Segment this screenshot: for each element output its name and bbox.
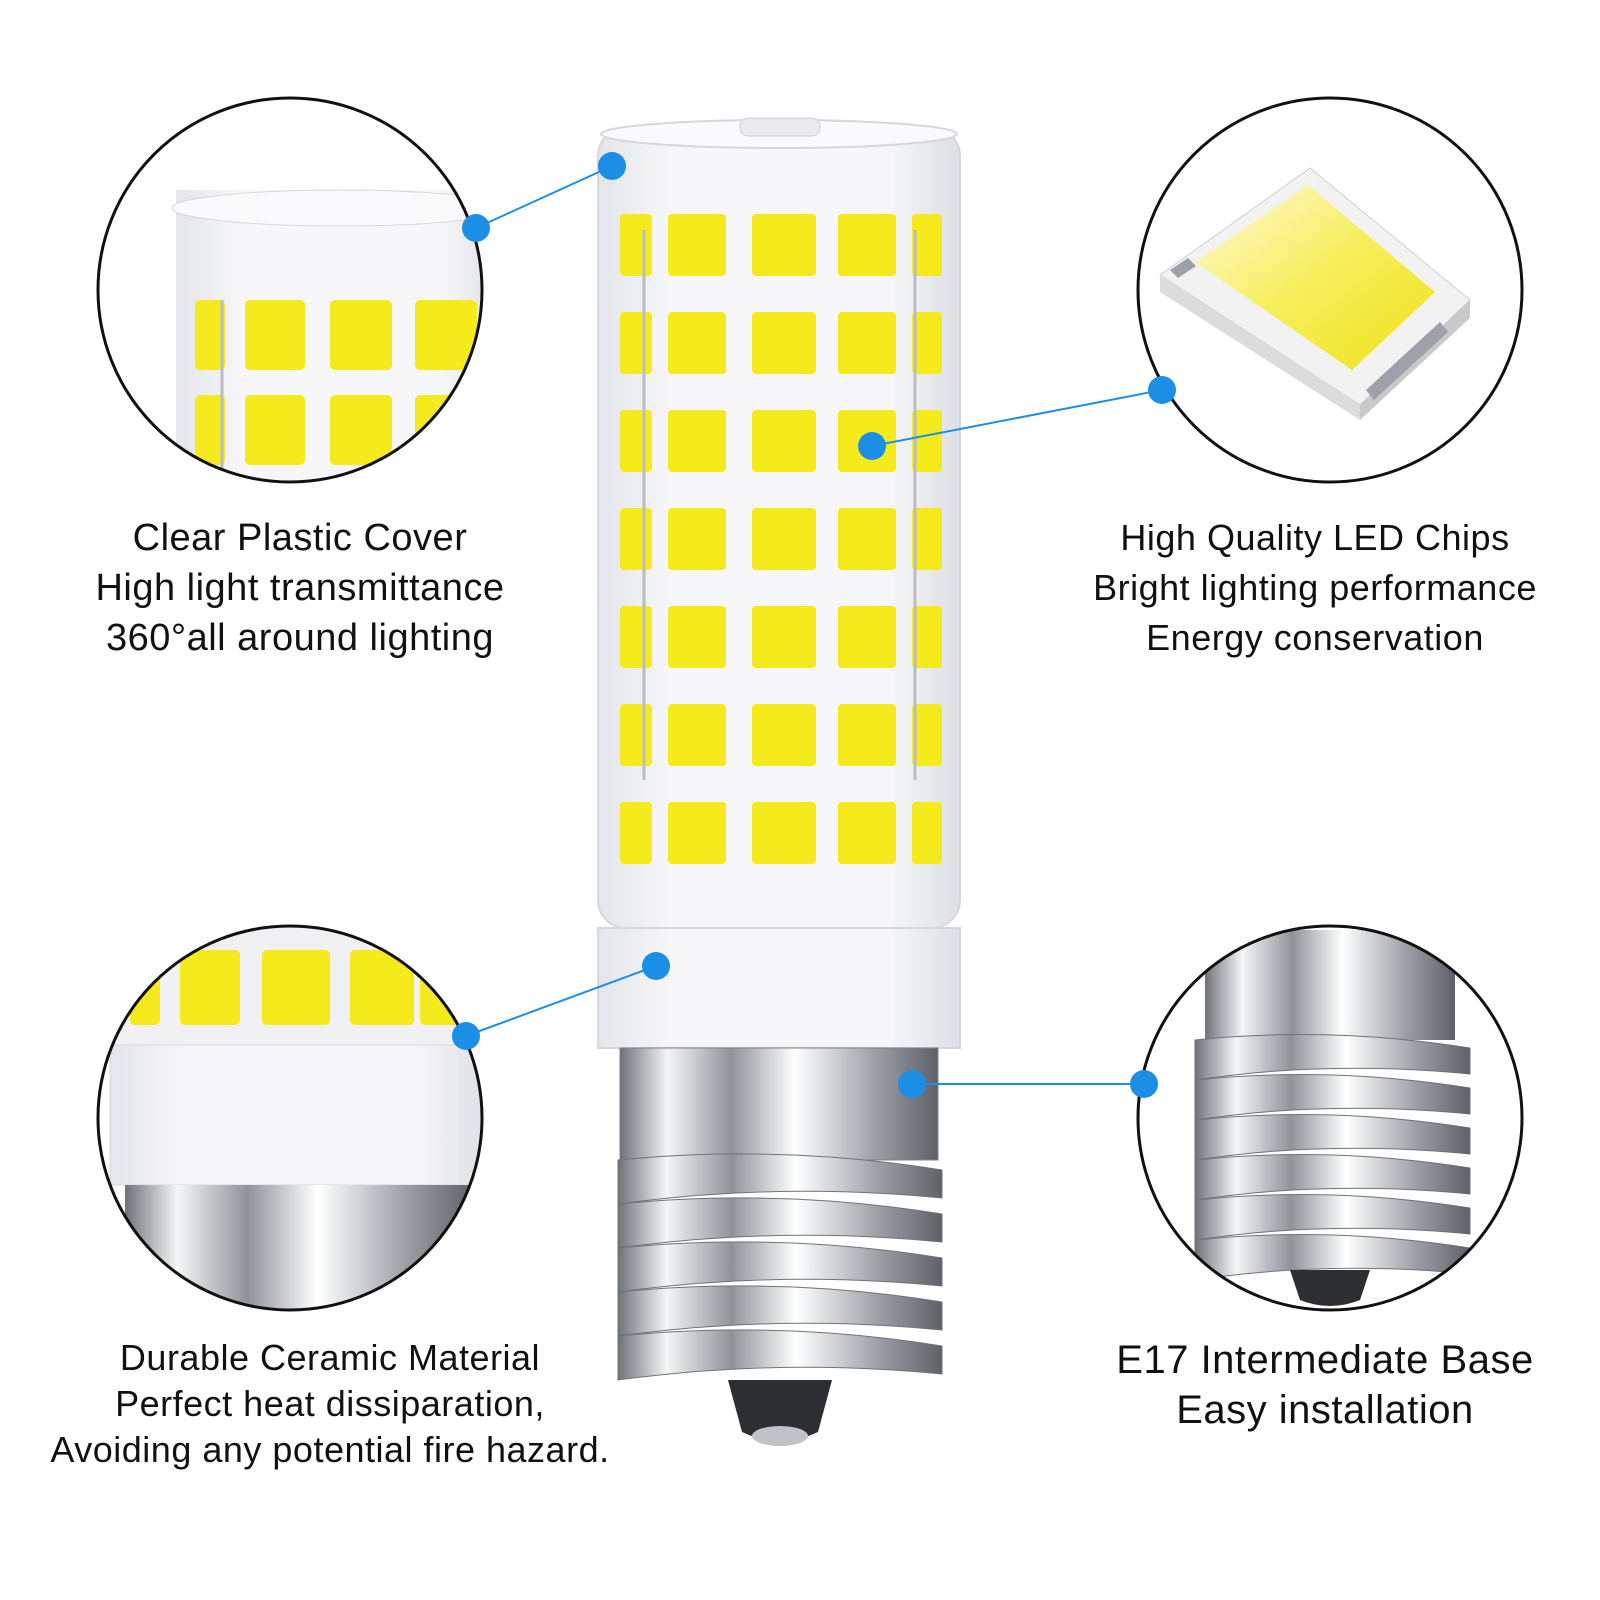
bulb-base-tip	[728, 1380, 832, 1441]
thread-ring	[1194, 1194, 1471, 1241]
led-chip	[330, 300, 392, 370]
caption-ceramic-title: Durable Ceramic Material	[119, 1337, 541, 1378]
led-chip	[620, 802, 652, 864]
led-chip	[752, 802, 816, 864]
dot-ceramic-circle	[452, 1022, 480, 1050]
led-chip	[195, 300, 225, 370]
dot-base-bulb	[898, 1070, 926, 1098]
led-chip	[620, 606, 652, 668]
bulb-base-contact	[752, 1426, 808, 1446]
led-chip	[912, 312, 942, 374]
led-chip	[838, 312, 896, 374]
dot-ceramic-bulb	[642, 952, 670, 980]
caption-chips: High Quality LED Chips Bright lighting p…	[1040, 513, 1590, 663]
thread-ring	[617, 1241, 943, 1293]
led-chip	[620, 410, 652, 472]
led-chip	[620, 508, 652, 570]
caption-ceramic: Durable Ceramic Material Perfect heat di…	[0, 1335, 660, 1473]
caption-ceramic-line: Avoiding any potential fire hazard.	[50, 1429, 610, 1470]
led-chip	[620, 312, 652, 374]
led-chip	[752, 704, 816, 766]
led-chip	[838, 214, 896, 276]
zoom-circle-ceramic	[96, 924, 484, 1312]
zoom-circle-cover	[96, 96, 484, 484]
thread-ring	[617, 1197, 943, 1249]
caption-cover: Clear Plastic Cover High light transmitt…	[20, 513, 580, 663]
connector-ceramic	[465, 965, 657, 1037]
caption-base-line: Easy installation	[1176, 1388, 1474, 1432]
caption-ceramic-line: Perfect heat dissiparation,	[115, 1383, 545, 1424]
led-chip	[130, 950, 160, 1025]
bulb-main	[597, 117, 961, 1446]
led-chip	[752, 312, 816, 374]
led-chip	[620, 214, 652, 276]
dot-cover-circle	[462, 214, 490, 242]
led-chip	[912, 214, 942, 276]
dot-chips-bulb	[858, 432, 886, 460]
led-chip	[620, 704, 652, 766]
thread-ring	[1194, 1114, 1471, 1161]
led-chip	[668, 704, 726, 766]
led-chip	[668, 214, 726, 276]
led-chip	[415, 300, 477, 370]
led-chip	[350, 950, 414, 1025]
led-chip	[838, 508, 896, 570]
led-chip	[668, 312, 726, 374]
led-chip	[415, 395, 477, 465]
led-chip	[912, 410, 942, 472]
thread-ring	[1194, 1074, 1471, 1121]
dot-base-circle	[1130, 1070, 1158, 1098]
caption-cover-line: High light transmittance	[95, 567, 505, 609]
led-chip	[668, 410, 726, 472]
bulb-threads	[617, 1153, 943, 1381]
zoom-circle-base	[1136, 924, 1524, 1312]
led-chip	[420, 950, 470, 1025]
led-chip	[330, 395, 392, 465]
led-chip	[195, 395, 225, 465]
led-chip	[668, 606, 726, 668]
caption-chips-line: Bright lighting performance	[1093, 567, 1537, 608]
connector-chips	[871, 389, 1163, 447]
led-chip	[245, 300, 305, 370]
led-chip	[262, 950, 330, 1025]
bulb-top-cap	[739, 117, 821, 137]
caption-base: E17 Intermediate Base Easy installation	[1060, 1335, 1590, 1435]
bulb-ceramic-ring	[597, 927, 961, 1049]
led-chip	[752, 214, 816, 276]
dot-cover-bulb	[598, 152, 626, 180]
led-chip	[912, 704, 942, 766]
led-chip	[912, 802, 942, 864]
caption-base-title: E17 Intermediate Base	[1116, 1338, 1534, 1382]
thread-ring	[1194, 1154, 1471, 1201]
caption-cover-line: 360°all around lighting	[106, 617, 494, 659]
led-chip	[668, 508, 726, 570]
thread-ring	[1194, 1034, 1471, 1081]
thread-ring	[617, 1285, 943, 1337]
callout-connectors	[452, 152, 1176, 1098]
zoom-circle-chips	[1136, 96, 1524, 484]
bulb-led-chips	[620, 214, 942, 864]
led-chip	[752, 606, 816, 668]
bulb-metal-collar	[619, 1047, 939, 1161]
led-chip	[752, 410, 816, 472]
led-chip	[912, 508, 942, 570]
led-chip	[838, 802, 896, 864]
led-chip	[752, 508, 816, 570]
thread-ring	[617, 1153, 943, 1205]
caption-cover-title: Clear Plastic Cover	[132, 517, 468, 559]
led-chip	[912, 606, 942, 668]
led-chip	[838, 704, 896, 766]
led-chip	[245, 395, 305, 465]
dot-chips-circle	[1148, 376, 1176, 404]
caption-chips-line: Energy conservation	[1146, 617, 1484, 658]
led-chip	[180, 950, 240, 1025]
led-chip	[838, 606, 896, 668]
connector-cover	[475, 165, 613, 229]
smd-chip-icon	[1159, 167, 1471, 420]
caption-chips-title: High Quality LED Chips	[1120, 517, 1510, 558]
thread-ring	[617, 1329, 943, 1381]
led-chip	[668, 802, 726, 864]
